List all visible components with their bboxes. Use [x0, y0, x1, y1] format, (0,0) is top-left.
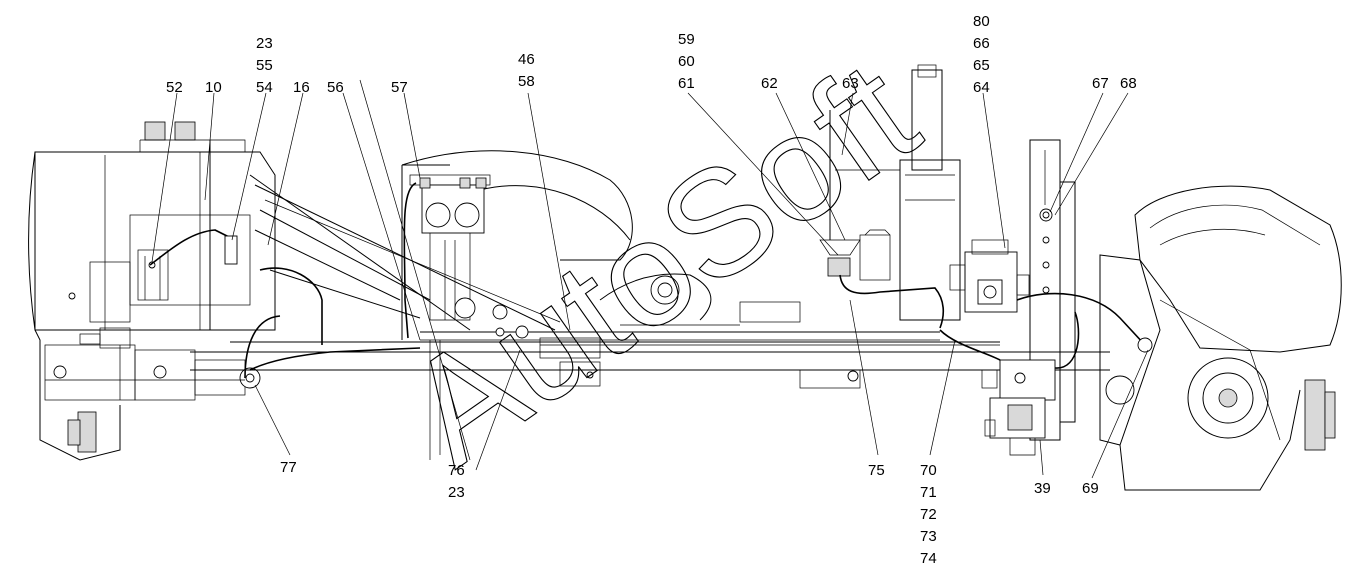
left-tank-assembly — [28, 121, 276, 331]
left-engine-block — [34, 327, 261, 461]
hose-right-upper — [1016, 292, 1146, 346]
label-23-bottom: 23 — [448, 484, 465, 501]
label-10: 10 — [205, 79, 222, 96]
label-62: 62 — [761, 75, 778, 92]
autosoft-watermark: AutoSoft — [377, 29, 945, 497]
label-77: 77 — [280, 459, 297, 476]
central-pump — [599, 273, 801, 326]
label-55: 55 — [256, 57, 273, 74]
label-61: 61 — [678, 75, 695, 92]
label-46: 46 — [518, 51, 535, 68]
label-16: 16 — [293, 79, 310, 96]
label-75: 75 — [868, 462, 885, 479]
label-80: 80 — [973, 13, 990, 30]
callout-labels: 52 10 23 55 54 16 56 57 46 58 59 60 61 6… — [166, 13, 1137, 567]
hose-77 — [244, 315, 281, 379]
label-23-top: 23 — [256, 35, 273, 52]
label-74: 74 — [920, 550, 937, 567]
label-66: 66 — [973, 35, 990, 52]
label-73: 73 — [920, 528, 937, 545]
right-gearbox — [1099, 185, 1342, 491]
hose-lower-left — [249, 347, 421, 371]
label-63: 63 — [842, 75, 859, 92]
hose-right-lower — [1054, 311, 1080, 369]
machine-drawing — [28, 64, 1342, 491]
label-69: 69 — [1082, 480, 1099, 497]
leader-lines — [151, 79, 1149, 479]
label-54: 54 — [256, 79, 273, 96]
hose-54 — [149, 229, 236, 266]
label-59: 59 — [678, 31, 695, 48]
label-65: 65 — [973, 57, 990, 74]
label-57: 57 — [391, 79, 408, 96]
label-76: 76 — [448, 462, 465, 479]
label-71: 71 — [920, 484, 937, 501]
vertical-tower — [819, 64, 961, 321]
label-72: 72 — [920, 506, 937, 523]
label-39: 39 — [1034, 480, 1051, 497]
label-58: 58 — [518, 73, 535, 90]
label-52: 52 — [166, 79, 183, 96]
label-70: 70 — [920, 462, 937, 479]
label-56: 56 — [327, 79, 344, 96]
label-64: 64 — [973, 79, 990, 96]
right-valve-block — [949, 239, 1030, 313]
label-68: 68 — [1120, 75, 1137, 92]
valve-stack-39 — [981, 359, 1056, 456]
label-60: 60 — [678, 53, 695, 70]
vertical-bracket — [1029, 139, 1076, 441]
middle-bracket — [401, 150, 633, 340]
hose-62 — [839, 274, 945, 329]
hose-16 — [259, 267, 323, 345]
hose-70-bundle — [939, 329, 1001, 361]
label-67: 67 — [1092, 75, 1109, 92]
connector-54 — [224, 235, 238, 265]
